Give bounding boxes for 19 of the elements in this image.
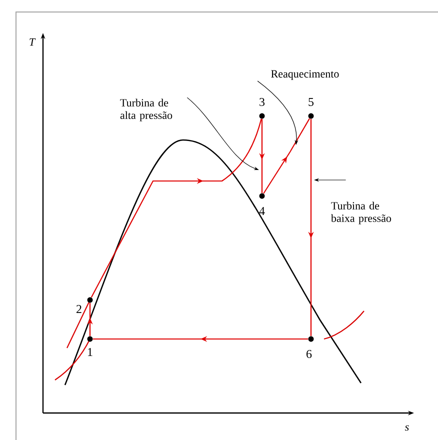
state-number: 5 <box>308 98 314 106</box>
axis-label: T <box>30 38 36 46</box>
state-number: 4 <box>259 207 265 215</box>
state-point <box>259 193 265 199</box>
state-number: 3 <box>260 98 265 106</box>
process-line <box>263 118 310 194</box>
state-number: 6 <box>306 350 312 358</box>
callout-text: Turbina de baixa pressão <box>331 202 392 224</box>
state-point <box>308 113 314 119</box>
state-number: 1 <box>88 348 92 356</box>
callout-text: Reaquecimento <box>271 70 339 80</box>
state-point <box>87 297 93 303</box>
state-point <box>308 336 314 342</box>
state-number: 2 <box>76 305 82 313</box>
callout-text: Turbina de alta pressão <box>120 98 172 122</box>
state-point <box>87 336 93 342</box>
process-line <box>90 118 262 298</box>
state-point <box>259 113 265 119</box>
axis-label: s <box>405 425 409 431</box>
